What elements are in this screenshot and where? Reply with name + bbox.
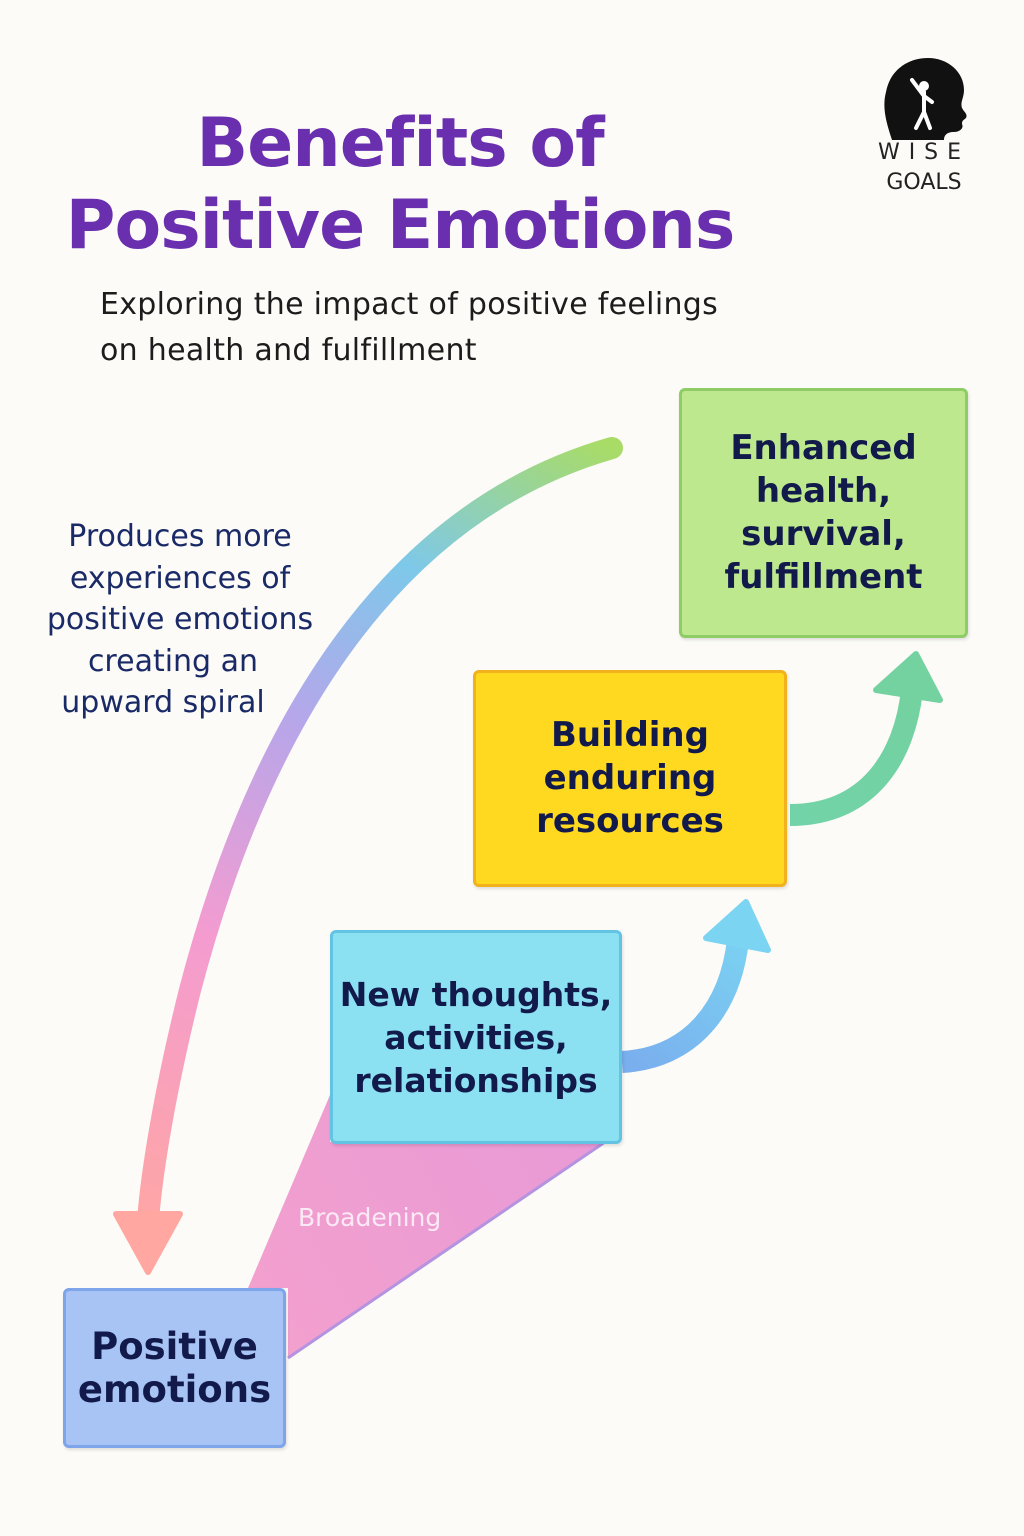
green-arrow-shaft [789,688,923,826]
step-label-line: enduring [543,758,717,798]
broadening-wedge-edge [287,1140,606,1360]
blue-arrowhead [703,899,771,953]
upward-spiral-label: Produces more experiences of positive em… [30,516,330,724]
subtitle-line-1: Exploring the impact of positive feeling… [100,287,719,322]
green-arrowhead [873,651,943,703]
step-label-line: relationships [354,1060,598,1100]
subtitle-line-2: on health and fulfillment [100,333,477,368]
step-label-line: health, [755,471,892,511]
spiral-label-line: upward spiral [61,685,265,720]
page-title-line-2: Positive Emotions [65,186,736,265]
spiral-label-line: experiences of [69,560,291,596]
head-silhouette-with-climber-icon [884,58,967,140]
step-label-line: Enhanced [730,428,917,468]
step-new-thoughts: New thoughts, activities, relationships [330,930,622,1144]
page-title-line-1: Benefits of [196,104,604,183]
broadening-wedge [248,1095,605,1358]
spiral-label-line: creating an [87,643,259,679]
spiral-label-line: Produces more [68,519,292,554]
wise-goals-logo: WISE GOALS [872,52,982,202]
subtitle: Exploring the impact of positive feeling… [100,282,800,374]
step-enhanced-health: Enhanced health, survival, fulfillment [679,388,968,638]
spiral-arrow-shaft [137,437,623,1233]
step-positive-emotions: Positive emotions [63,1288,286,1448]
step-label-line: fulfillment [724,557,923,597]
step-label-line: Positive [91,1325,258,1368]
step-label-line: survival, [741,514,906,554]
spiral-label-line: positive emotions [46,602,314,637]
step-label-line: Building [551,715,709,755]
step-building-resources: Building enduring resources [473,670,787,887]
blue-arrow-shaft [621,938,749,1073]
spiral-arrowhead [113,1211,183,1275]
step-label-line: resources [536,801,724,841]
broadening-label: Broadening [298,1203,442,1232]
step-label-line: New thoughts, [339,974,613,1014]
step-label-line: emotions [77,1368,272,1411]
step-label-line: activities, [384,1017,568,1057]
logo-word-wise: WISE [877,140,971,165]
logo-word-goals: GOALS [886,170,962,195]
